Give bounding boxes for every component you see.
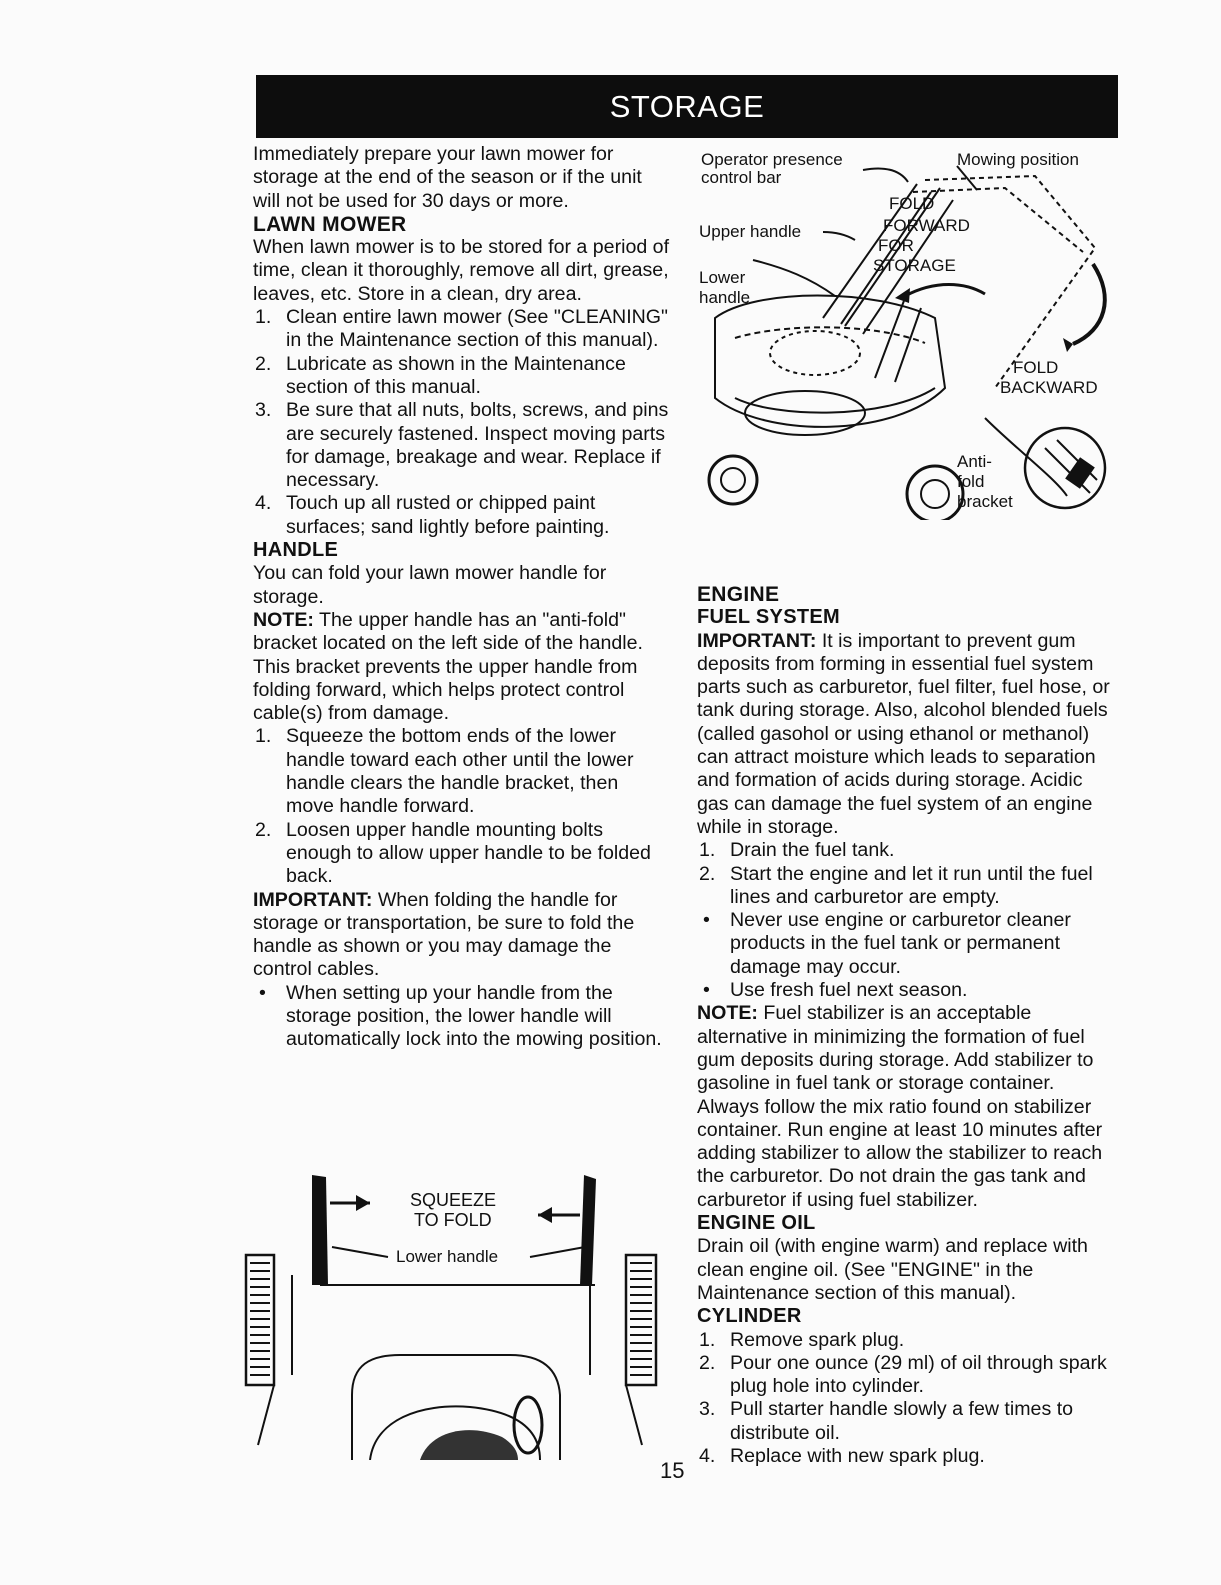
- operator-presence-label: Operator presence: [701, 150, 843, 169]
- squeeze-handle-illustration: [244, 1175, 658, 1460]
- fuel-note: NOTE: Fuel stabilizer is an acceptable a…: [697, 1002, 1103, 1211]
- handle-folding-diagram: Operator presence control bar Mowing pos…: [695, 148, 1120, 520]
- list-item: 3.Be sure that all nuts, bolts, screws, …: [255, 399, 669, 492]
- fold-label: fold: [957, 472, 985, 491]
- section-banner: STORAGE: [256, 75, 1118, 138]
- engine-oil-paragraph: Drain oil (with engine warm) and replace…: [697, 1235, 1088, 1304]
- squeeze-to-fold-diagram: SQUEEZE TO FOLD Lower handle: [240, 1175, 670, 1460]
- lower-label: Lower: [699, 268, 746, 287]
- lawn-mower-paragraph: When lawn mower is to be stored for a pe…: [253, 236, 670, 305]
- list-item: •Never use engine or carburetor cleaner …: [703, 909, 1071, 978]
- handle-note: NOTE: The upper handle has an "anti-fold…: [253, 608, 643, 725]
- fuel-bullets: •Never use engine or carburetor cleaner …: [697, 909, 1117, 1002]
- handle-folding-illustration: [707, 165, 1107, 520]
- fold-backward-label-2: BACKWARD: [1000, 378, 1098, 397]
- fuel-important: IMPORTANT: It is important to prevent gu…: [697, 629, 1110, 838]
- lawn-mower-heading: LAWN MOWER: [253, 212, 407, 236]
- handle-bullets: •When setting up your handle from the st…: [253, 982, 671, 1052]
- fuel-system-heading: FUEL SYSTEM: [697, 606, 840, 629]
- right-column: ENGINE FUEL SYSTEM IMPORTANT: It is impo…: [697, 583, 1117, 1468]
- handle-steps: 1.Squeeze the bottom ends of the lower h…: [253, 725, 671, 888]
- page-number: 15: [660, 1458, 685, 1483]
- lawn-mower-steps: 1.Clean entire lawn mower (See "CLEANING…: [253, 306, 671, 539]
- list-item: •When setting up your handle from the st…: [259, 981, 662, 1051]
- fold-backward-label-1: FOLD: [1013, 358, 1059, 377]
- cylinder-steps: 1.Remove spark plug. 2.Pour one ounce (2…: [697, 1329, 1117, 1469]
- to-fold-label: TO FOLD: [414, 1210, 492, 1230]
- list-item: 2.Loosen upper handle mounting bolts eno…: [255, 818, 651, 888]
- list-item: 1.Clean entire lawn mower (See "CLEANING…: [255, 306, 668, 352]
- handle-important: IMPORTANT: When folding the handle for s…: [253, 888, 635, 981]
- left-column: Immediately prepare your lawn mower for …: [253, 143, 671, 1052]
- list-item: 3.Pull starter handle slowly a few times…: [699, 1398, 1074, 1444]
- list-item: 1.Squeeze the bottom ends of the lower h…: [255, 725, 634, 818]
- list-item: 1.Remove spark plug.: [699, 1328, 905, 1351]
- control-bar-label: control bar: [701, 168, 782, 187]
- bracket-label: bracket: [957, 492, 1013, 511]
- squeeze-label: SQUEEZE: [410, 1190, 497, 1210]
- list-item: 4.Replace with new spark plug.: [699, 1444, 985, 1467]
- mowing-position-label: Mowing position: [957, 150, 1079, 169]
- lower-handle-label: Lower handle: [396, 1247, 499, 1266]
- fold-forward-label-3: FOR: [878, 236, 914, 255]
- anti-label: Anti-: [957, 452, 992, 471]
- engine-heading: ENGINE: [697, 583, 780, 606]
- fold-forward-label-4: STORAGE: [873, 256, 956, 275]
- handle-label: handle: [699, 288, 751, 307]
- engine-oil-heading: ENGINE OIL: [697, 1212, 816, 1235]
- upper-handle-label: Upper handle: [699, 222, 802, 241]
- handle-paragraph: You can fold your lawn mower handle for …: [253, 562, 607, 608]
- list-item: 2.Pour one ounce (29 ml) of oil through …: [699, 1351, 1107, 1398]
- list-item: 2.Lubricate as shown in the Maintenance …: [255, 352, 626, 398]
- fold-forward-label-2: FORWARD: [883, 216, 970, 235]
- list-item: •Use fresh fuel next season.: [703, 979, 968, 1002]
- list-item: 1.Drain the fuel tank.: [699, 839, 895, 862]
- handle-heading: HANDLE: [253, 539, 339, 562]
- fold-forward-label-1: FOLD: [889, 194, 935, 213]
- list-item: 4.Touch up all rusted or chipped paint s…: [255, 492, 610, 538]
- fuel-steps: 1.Drain the fuel tank. 2.Start the engin…: [697, 839, 1117, 909]
- cylinder-heading: CYLINDER: [697, 1305, 802, 1328]
- list-item: 2.Start the engine and let it run until …: [699, 862, 1093, 908]
- intro-paragraph: Immediately prepare your lawn mower for …: [253, 143, 642, 212]
